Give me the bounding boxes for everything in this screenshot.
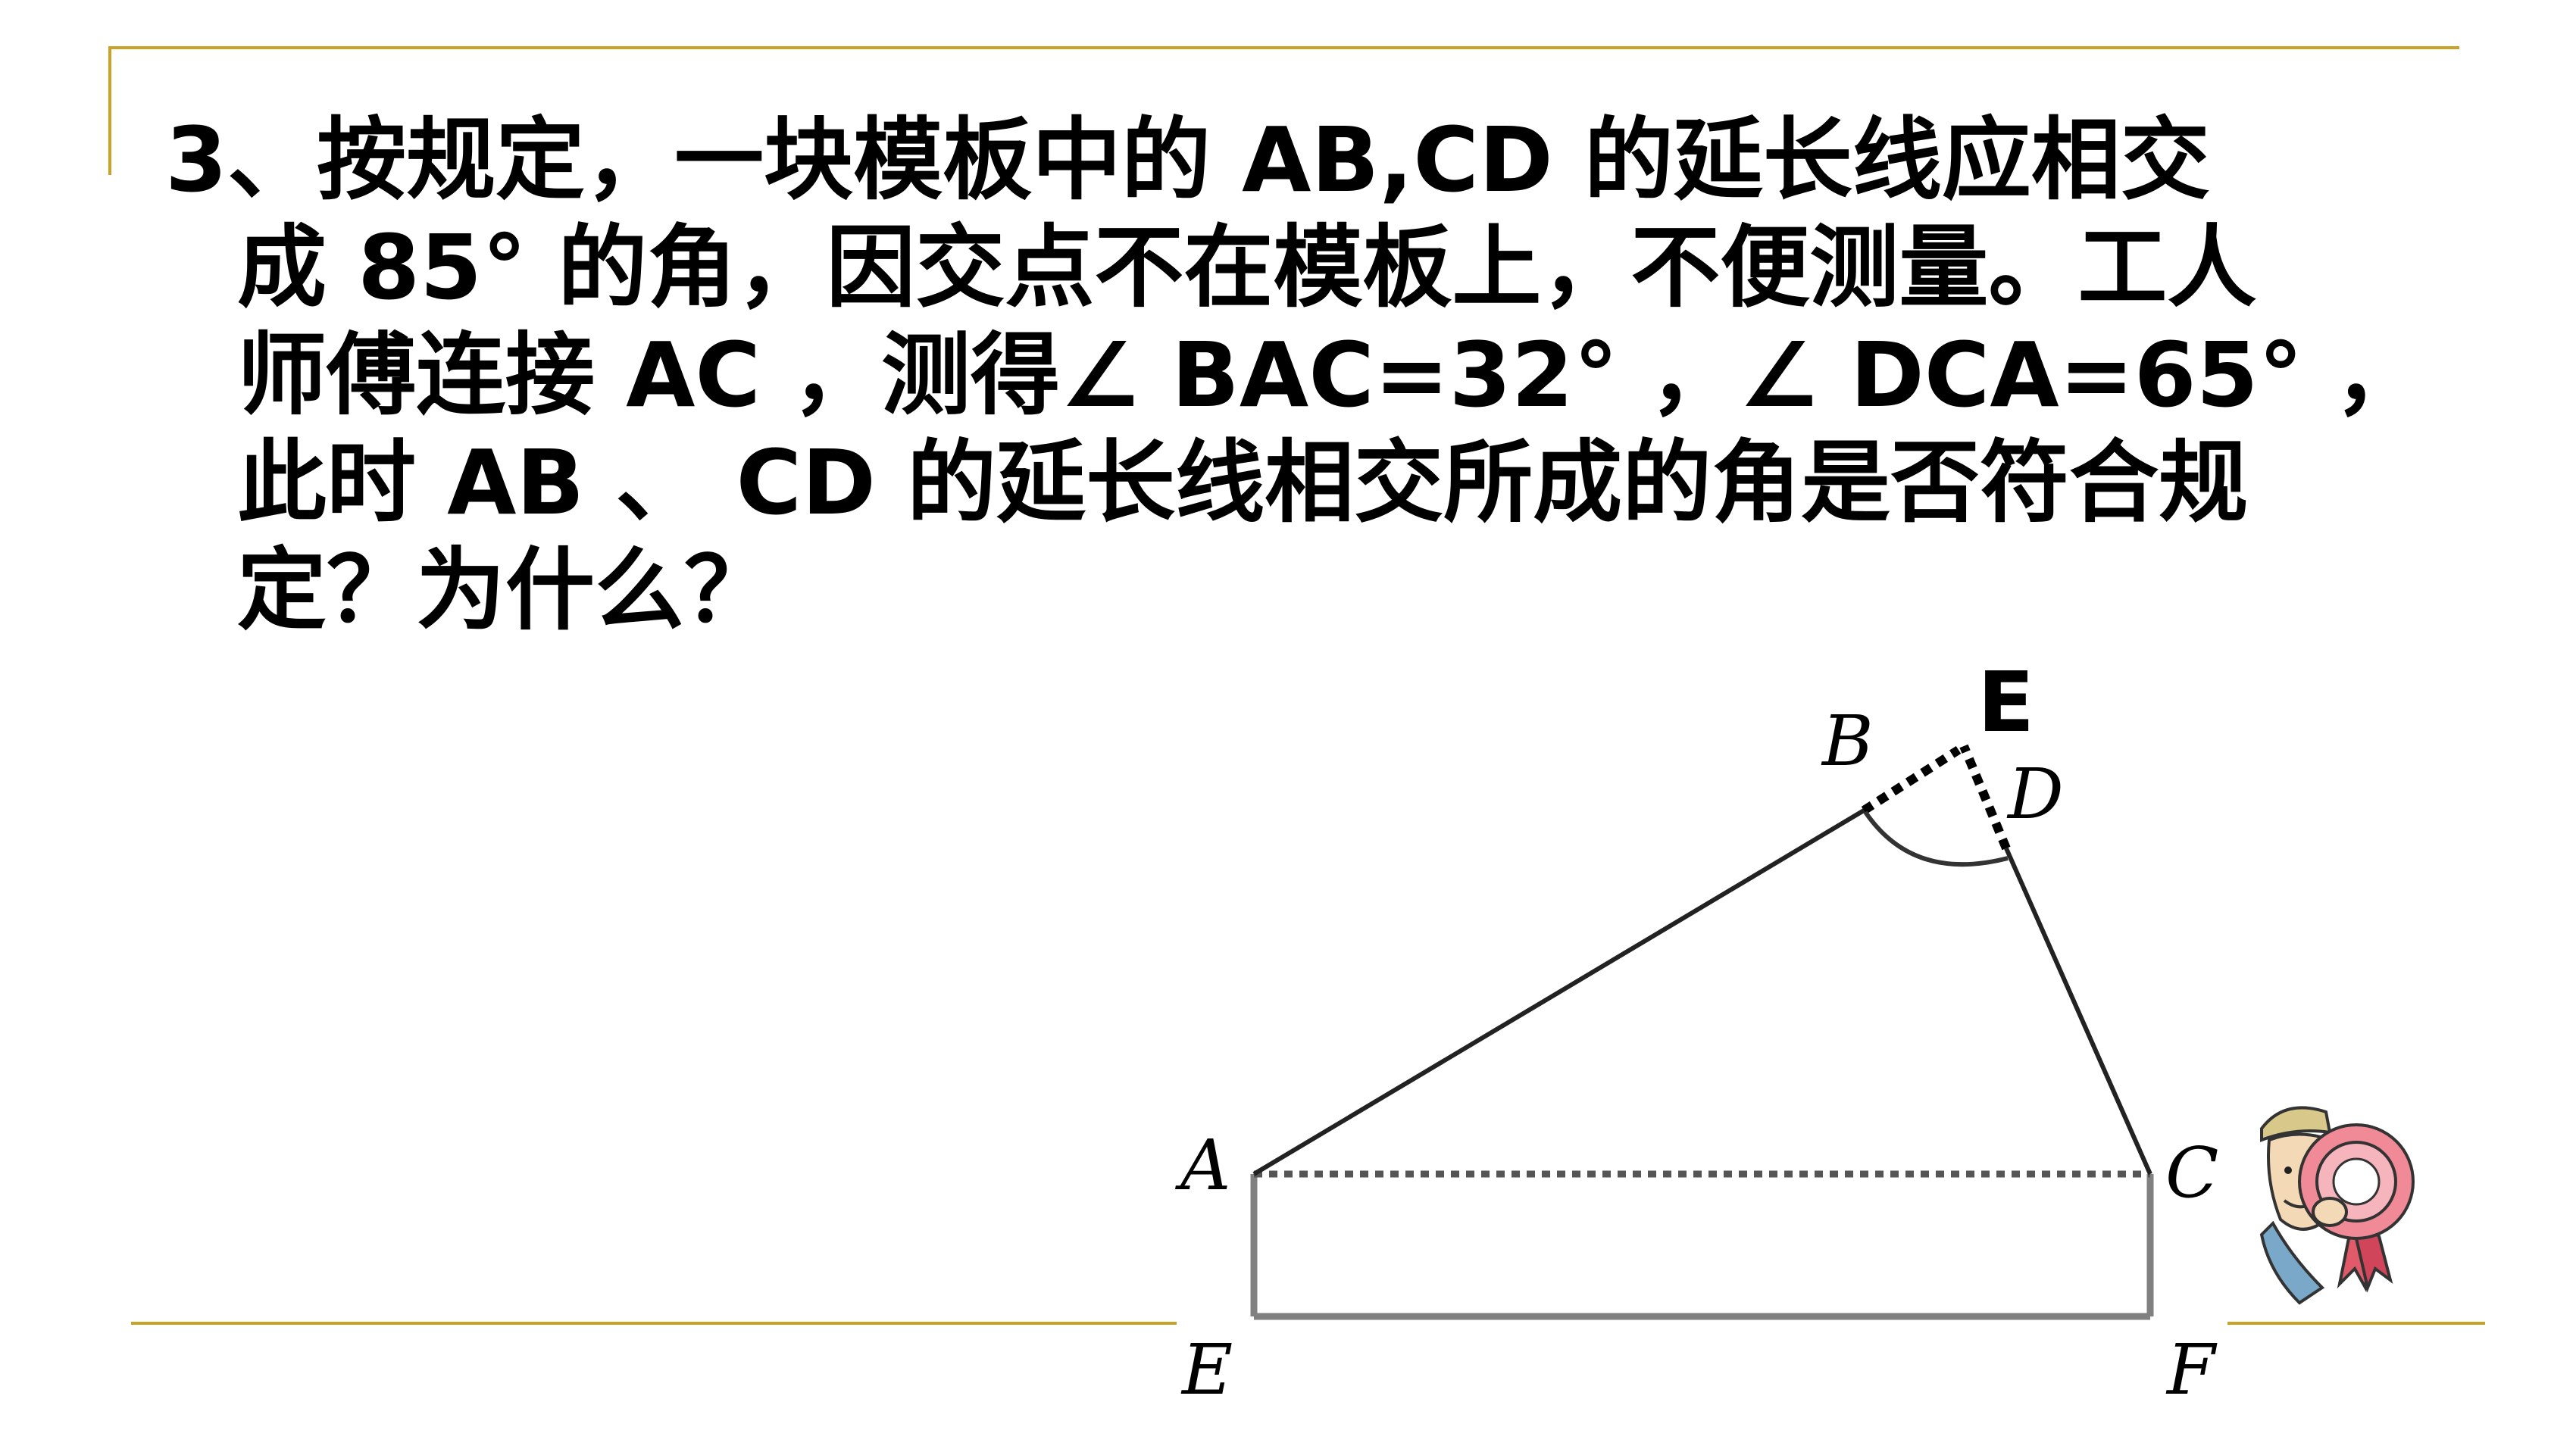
- problem-line-1: 3、按规定，一块模板中的 AB,CD 的延长线应相交: [165, 108, 2210, 212]
- label-E-bottom: E: [1180, 1329, 1233, 1410]
- extension-AB-dotted: [1861, 745, 1962, 815]
- slide-frame-left-line: [108, 46, 111, 175]
- slide-frame-bottom-left-line: [131, 1322, 1177, 1325]
- problem-text: 3、按规定，一块模板中的 AB,CD 的延长线应相交 成 85° 的角，因交点不…: [165, 106, 2476, 644]
- label-B: B: [1821, 701, 1874, 782]
- label-C: C: [2165, 1132, 2218, 1213]
- problem-line-3: 师傅连接 AC ，测得∠ BAC=32° ，∠ DCA=65° ，: [237, 323, 2424, 427]
- segment-AB: [1252, 808, 1865, 1176]
- slide-frame-bottom-right-line: [2227, 1322, 2485, 1325]
- label-E-intersection: E: [1977, 654, 2034, 751]
- label-F: F: [2165, 1329, 2218, 1410]
- label-A: A: [1174, 1125, 1230, 1206]
- segment-CD: [2004, 847, 2152, 1176]
- problem-line-2: 成 85° 的角，因交点不在模板上，不便测量。工人: [237, 215, 2257, 320]
- label-D: D: [2006, 754, 2064, 835]
- extension-CD-dotted: [1959, 744, 2011, 851]
- problem-line-5: 定？为什么？: [237, 538, 774, 642]
- cartoon-person-with-ribbon-icon: [2259, 1106, 2415, 1305]
- angle-arc: [1863, 810, 2009, 867]
- slide-frame-top-line: [108, 46, 2459, 49]
- problem-line-4: 此时 AB 、 CD 的延长线相交所成的角是否符合规: [237, 430, 2249, 535]
